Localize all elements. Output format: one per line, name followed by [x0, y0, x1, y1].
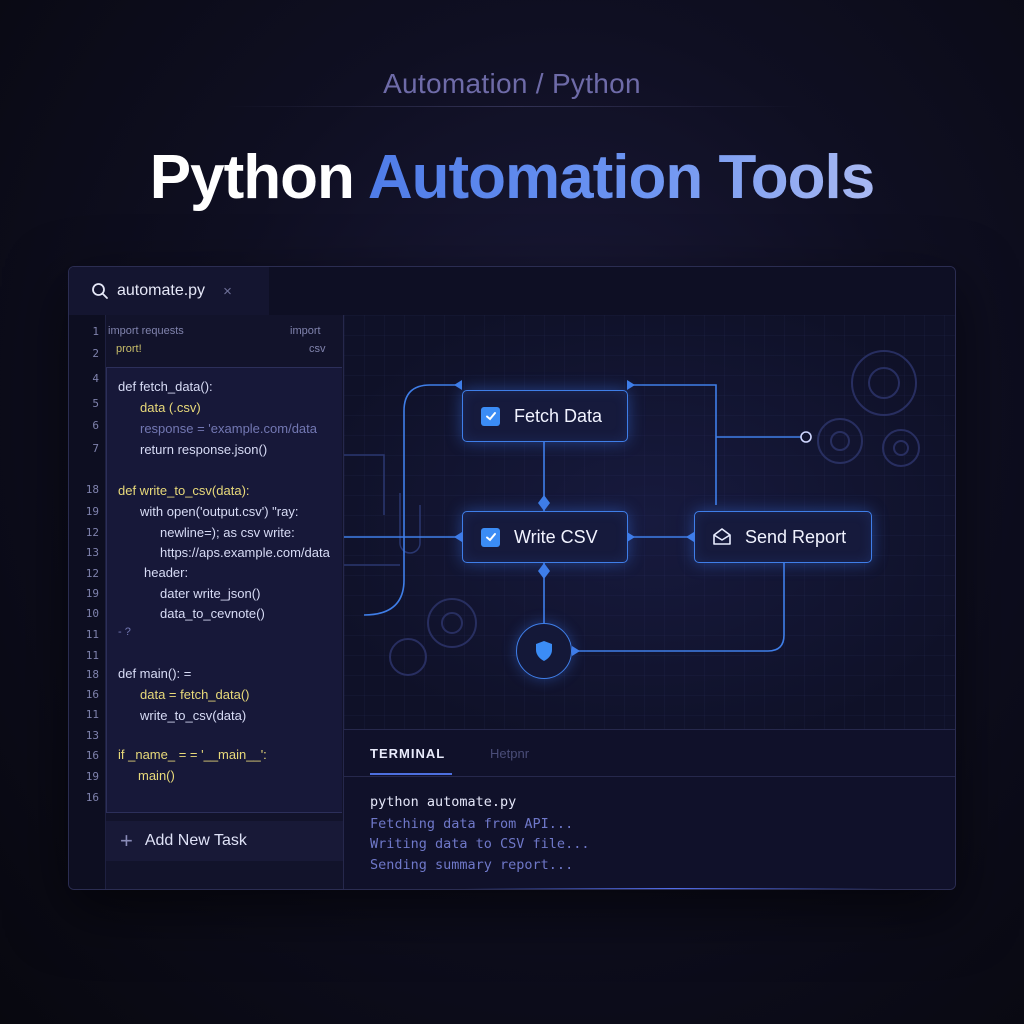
tab-filename: automate.py: [117, 282, 206, 299]
terminal-output-line: Fetching data from API...: [370, 816, 574, 832]
tab-automate-py[interactable]: automate.py ×: [69, 267, 269, 315]
line-number: 16: [85, 749, 99, 762]
code-line: import: [290, 325, 321, 337]
code-line: write_to_csv(data): [140, 708, 247, 723]
plus-icon: +: [120, 828, 133, 853]
code-line: return response.json(): [140, 442, 268, 457]
node-fetch-data[interactable]: Fetch Data: [462, 390, 628, 442]
code-line: def write_to_csv(data):: [118, 483, 250, 498]
code-line: data (.csv): [140, 400, 201, 415]
header-divider: [222, 106, 802, 107]
code-line: def fetch_data():: [118, 379, 213, 394]
shield-icon: [536, 641, 552, 661]
gear-icon: [389, 350, 920, 676]
code-selection-block: [106, 367, 342, 813]
line-number: 12: [85, 567, 99, 580]
line-number: 11: [85, 649, 99, 662]
line-number: 16: [85, 688, 99, 701]
code-line: if _name_ = = '__main__':: [118, 747, 267, 762]
mail-icon: [713, 528, 731, 545]
line-number: 5: [92, 397, 99, 410]
line-number: 18: [85, 483, 99, 496]
line-number: 10: [85, 607, 99, 620]
checkbox-icon: [481, 406, 500, 426]
line-number: 16: [85, 791, 99, 804]
code-line: dater write_json(): [160, 586, 261, 601]
search-icon: [92, 283, 108, 299]
line-number-gutter: 1 2 4 5 6 7 18 19 12 13 12 19 10 11 11 1…: [69, 315, 106, 889]
terminal-glow: [464, 888, 884, 889]
line-number: 12: [85, 526, 99, 539]
node-label: Write CSV: [514, 526, 598, 547]
title-part-automation: Automation Tools: [367, 143, 875, 212]
code-line: response = 'example.com/data: [140, 421, 317, 436]
code-line: data_to_cevnote(): [160, 606, 265, 621]
line-number: 13: [85, 729, 99, 742]
editor-window: automate.py × 1 2 4 5 6 7 18 19 12 13 12…: [68, 266, 956, 890]
code-line: csv: [309, 343, 326, 355]
node-label: Send Report: [745, 526, 847, 547]
terminal-output-line: Sending summary report...: [370, 857, 574, 873]
checkbox-icon: [481, 527, 500, 547]
tab-terminal[interactable]: TERMINAL: [370, 746, 446, 761]
code-line: data = fetch_data(): [140, 687, 250, 702]
line-number: 18: [85, 668, 99, 681]
code-line: newline=); as csv write:: [160, 525, 295, 540]
active-tab-indicator: [370, 773, 452, 775]
tab-help[interactable]: Hetpnr: [490, 746, 530, 761]
line-number: 2: [92, 347, 99, 360]
code-line: header:: [144, 565, 189, 580]
add-task-button[interactable]: + Add New Task: [106, 821, 343, 861]
page-title: Python Automation Tools: [0, 142, 1024, 213]
close-icon[interactable]: ×: [223, 282, 232, 300]
terminal-output-line: Writing data to CSV file...: [370, 836, 590, 852]
code-line: main(): [138, 768, 175, 783]
code-line: - ?: [118, 626, 131, 638]
line-number: 11: [85, 628, 99, 641]
node-send-report[interactable]: Send Report: [694, 511, 872, 563]
line-number: 11: [85, 708, 99, 721]
terminal-tabs: TERMINAL Hetpnr: [344, 730, 955, 777]
line-number: 19: [85, 505, 99, 518]
title-part-python: Python: [149, 143, 355, 212]
terminal-panel: TERMINAL Hetpnr python automate.py Fetch…: [344, 729, 955, 889]
workflow-connectors: [344, 350, 920, 676]
workflow-canvas[interactable]: Fetch Data Write CSV Send Report: [344, 315, 955, 729]
tab-bar: automate.py ×: [69, 267, 955, 316]
breadcrumb: Automation / Python: [383, 68, 641, 99]
connector-endpoint: [800, 431, 812, 443]
node-write-csv[interactable]: Write CSV: [462, 511, 628, 563]
line-number: 6: [92, 419, 99, 432]
code-line: with open('output.csv') "ray:: [140, 504, 299, 519]
line-number: 13: [85, 546, 99, 559]
line-number: 19: [85, 770, 99, 783]
code-editor[interactable]: import requests import prort! csv def fe…: [106, 315, 344, 889]
code-line: def main(): =: [118, 666, 192, 681]
code-line: import requests: [108, 325, 184, 337]
line-number: 1: [92, 325, 99, 338]
code-line: https://aps.example.com/data: [160, 545, 330, 560]
node-label: Fetch Data: [514, 405, 603, 426]
terminal-command: python automate.py: [370, 794, 517, 810]
node-shield[interactable]: [516, 623, 572, 679]
code-line: prort!: [116, 343, 142, 355]
add-task-label: Add New Task: [144, 832, 247, 849]
line-number: 4: [92, 372, 99, 385]
line-number: 7: [92, 442, 99, 455]
line-number: 19: [85, 587, 99, 600]
